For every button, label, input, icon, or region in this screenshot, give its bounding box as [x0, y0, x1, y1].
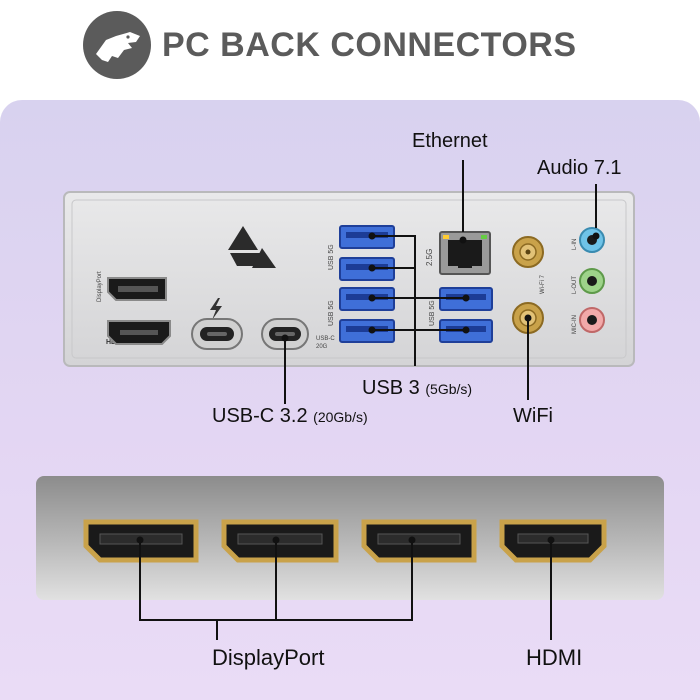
usb5g-text-b: USB 5G — [328, 300, 335, 326]
audio-mic-text: MIC-IN — [572, 315, 578, 334]
label-usbc: USB-C 3.2 (20Gb/s) — [212, 405, 368, 428]
label-usb3: USB 3 (5Gb/s) — [362, 377, 472, 400]
label-usb3-sub: (5Gb/s) — [425, 381, 473, 397]
displayport-port-3 — [361, 519, 477, 563]
usb5g-text-a: USB 5G — [328, 244, 335, 270]
displayport-port-2 — [221, 519, 339, 563]
brand-mark-icon — [228, 226, 276, 268]
usb5g-text-c: USB 5G — [429, 300, 436, 326]
wifi-small-text: Wi-Fi 7 — [540, 274, 546, 294]
label-usbc-sub: (20Gb/s) — [313, 409, 368, 425]
label-usb3-main: USB 3 — [362, 377, 420, 399]
callout-lines-top — [284, 160, 597, 404]
label-audio: Audio 7.1 — [537, 157, 622, 179]
audio-jack-line-out — [579, 268, 605, 294]
header: PC BACK CONNECTORS — [0, 0, 700, 100]
usbc-port-1 — [191, 318, 243, 350]
dp-small-text: DisplayPort — [97, 271, 103, 302]
ethernet-port — [439, 231, 491, 275]
usbc-small-text-2: 20G — [316, 344, 328, 350]
eth-speed-text: 2.5G — [425, 249, 434, 266]
audio-jack-line-in — [579, 227, 605, 253]
callout-dots-top — [281, 232, 600, 342]
audio-lin-text: L-IN — [572, 239, 578, 250]
page-title: PC BACK CONNECTORS — [162, 26, 577, 64]
callout-lines-bottom — [139, 540, 552, 640]
label-hdmi: HDMI — [526, 645, 583, 670]
audio-jack-mic-in — [579, 307, 605, 333]
label-wifi: WiFi — [513, 405, 553, 427]
label-usbc-main: USB-C 3.2 — [212, 405, 308, 427]
gpu-port-strip — [36, 476, 664, 600]
hdmi-port-small — [107, 320, 171, 345]
usbc-port-2 — [261, 318, 309, 350]
thunderbolt-icon — [210, 298, 222, 320]
displayport-port-small — [107, 277, 167, 301]
wifi-antenna-connector-1 — [512, 236, 544, 268]
io-shield: HDMI DisplayPort USB 5G USB 5G USB 5G 2.… — [63, 191, 635, 367]
label-displayport: DisplayPort — [212, 645, 325, 670]
usbc-small-text: USB-C — [316, 336, 335, 342]
label-ethernet: Ethernet — [412, 130, 488, 152]
dinosaur-logo-icon — [83, 11, 151, 79]
audio-lout-text: L-OUT — [572, 276, 578, 294]
callout-dots-bottom — [136, 536, 555, 544]
